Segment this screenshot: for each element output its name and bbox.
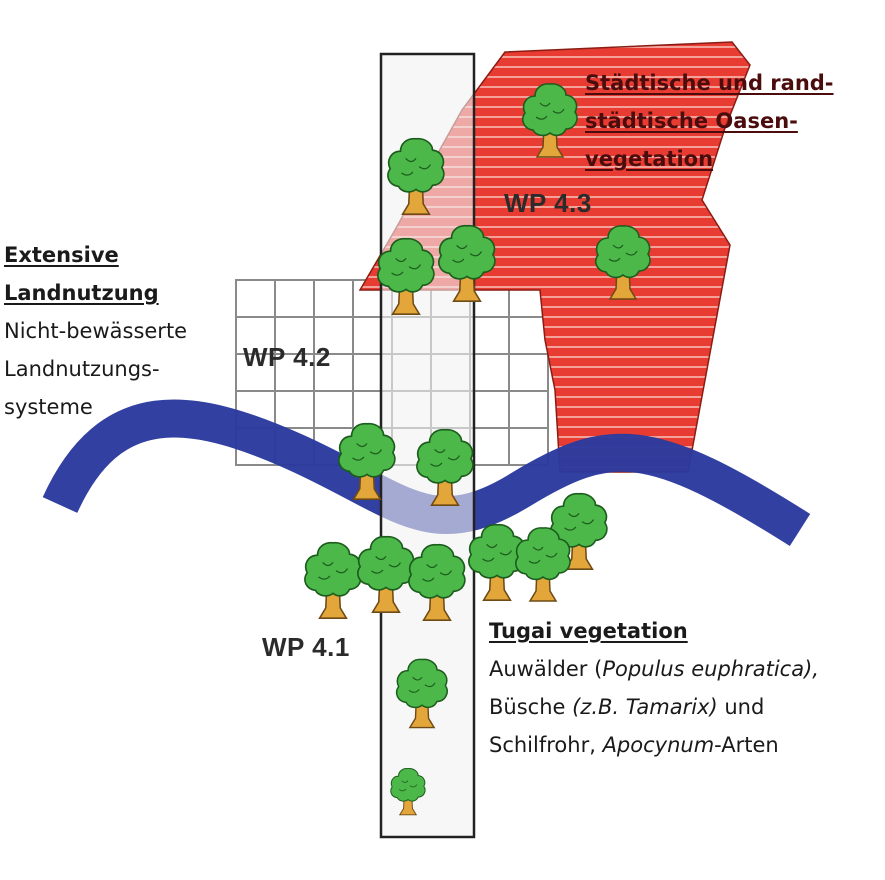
- tugai-line1: Auwälder (Populus euphratica),: [489, 654, 819, 684]
- tugai-line3-end: -Arten: [714, 733, 779, 757]
- tugai-line2-species: (z.B. Tamarix): [572, 695, 718, 719]
- tugai-line3: Schilfrohr, Apocynum-Arten: [489, 730, 779, 760]
- extensive-desc-line1: Nicht-bewässerte: [4, 319, 188, 343]
- tugai-line1-text: Auwälder (: [489, 657, 603, 681]
- wp43-label: WP 4.3: [504, 188, 592, 218]
- extensive-desc-line2: Landnutzungs-: [4, 357, 160, 381]
- oasis-title-line1: Städtische und rand-: [585, 71, 834, 95]
- wp42-label: WP 4.2: [243, 342, 331, 372]
- extensive-title-line1: Extensive: [4, 243, 119, 267]
- tugai-line2-text: Büsche: [489, 695, 573, 719]
- tree-icon: [514, 527, 571, 602]
- tugai-title: Tugai vegetation: [489, 619, 688, 643]
- tugai-line2-end: und: [717, 695, 765, 719]
- tugai-line2: Büsche (z.B. Tamarix) und: [489, 692, 764, 722]
- tugai-line3-text: Schilfrohr,: [489, 733, 603, 757]
- extensive-title-line2: Landnutzung: [4, 281, 159, 305]
- tugai-line3-species: Apocynum: [602, 733, 715, 757]
- extensive-desc-line3: systeme: [4, 395, 93, 419]
- oasis-title-line3: vegetation: [585, 147, 714, 171]
- tugai-line1-species: Populus euphratica),: [602, 657, 819, 681]
- oasis-title-line2: städtische Oasen-: [585, 109, 798, 133]
- wp41-label: WP 4.1: [262, 632, 350, 662]
- tree-icon: [304, 541, 362, 620]
